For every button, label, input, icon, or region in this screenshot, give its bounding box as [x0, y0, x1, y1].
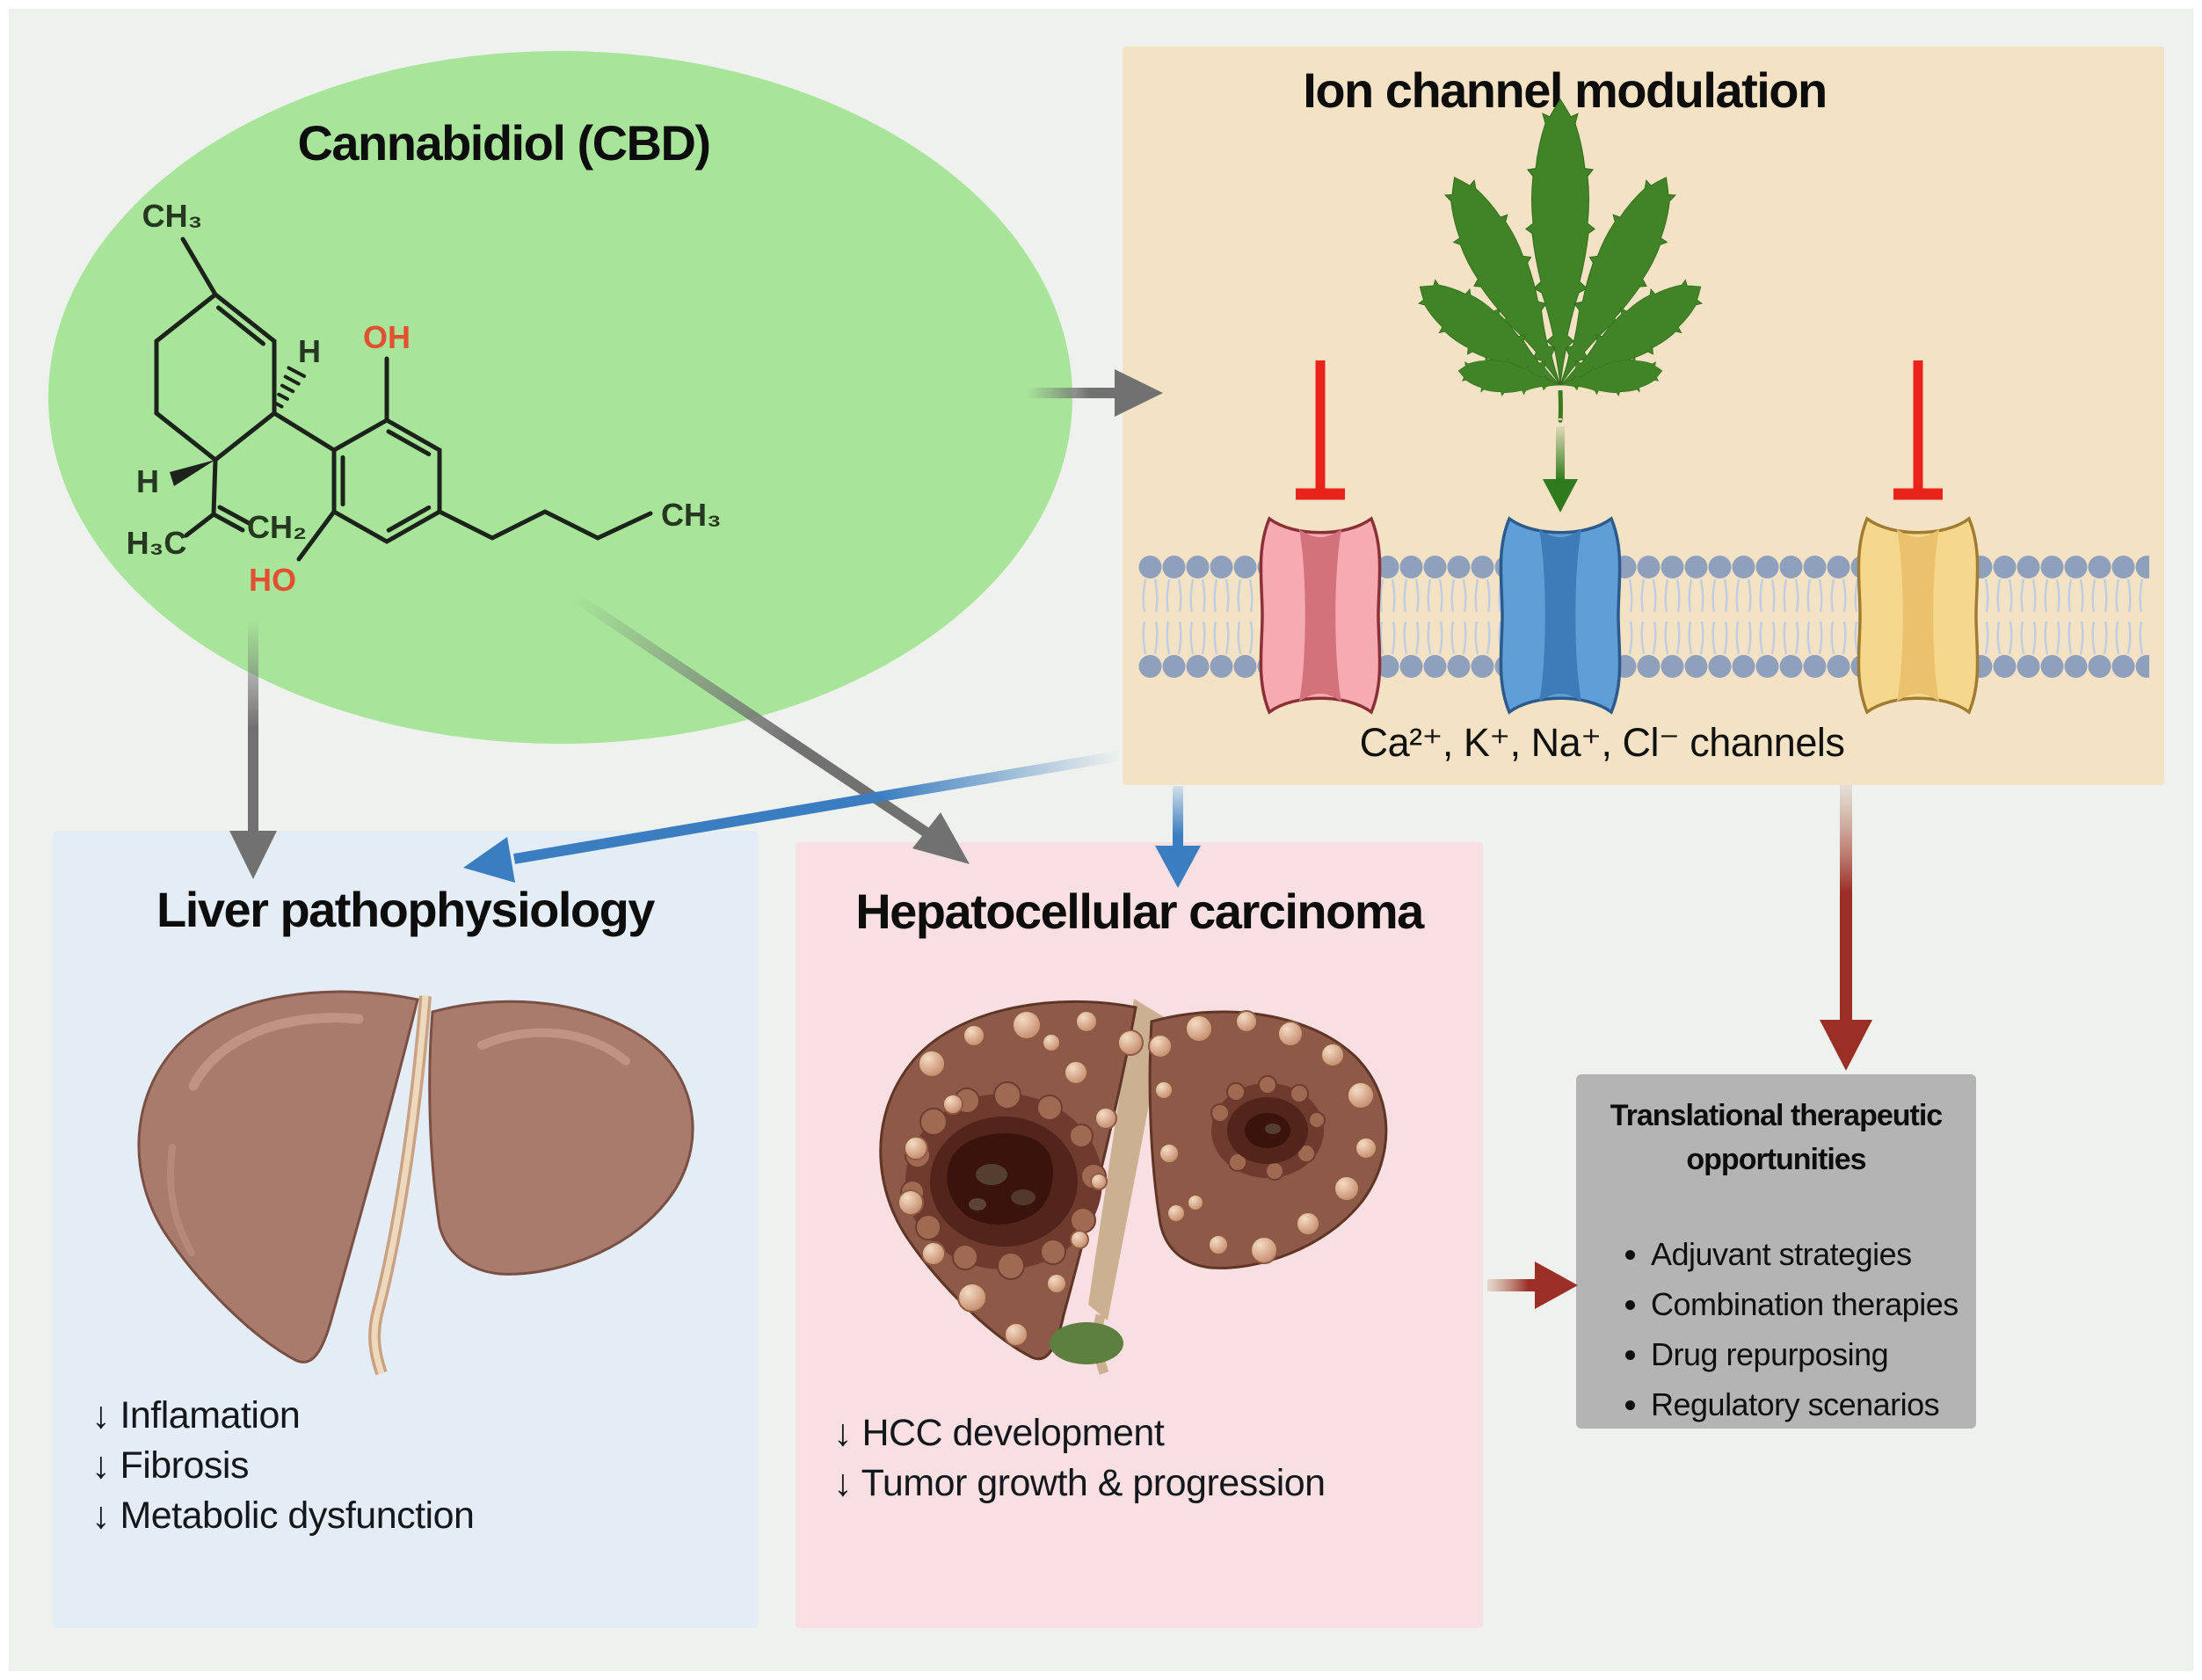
- translational-bullet: Combination therapies: [1651, 1279, 2002, 1329]
- liver-effect-item: ↓ Metabolic dysfunction: [91, 1495, 475, 1537]
- falciform-ligament: [368, 995, 432, 1376]
- channel-pink: [1259, 516, 1382, 715]
- inhibition-tbar-right: [1764, 360, 1943, 500]
- tumor-crater-small: [1210, 1075, 1326, 1181]
- hydroxyl-bottom-label: HO: [249, 562, 296, 598]
- hcc-liver-illustration: [879, 999, 1388, 1375]
- liver-effect-item: ↓ Inflamation: [91, 1394, 301, 1436]
- hcc-effect-item: ↓ Tumor growth & progression: [833, 1462, 1326, 1504]
- cannabis-leaf-icon: [1417, 98, 1704, 423]
- gallbladder-patch: [1050, 1322, 1123, 1364]
- hash-wedge: [273, 366, 306, 409]
- methyl-left-label: H₃C: [127, 525, 187, 561]
- cbd-title: Cannabidiol (CBD): [297, 115, 711, 171]
- translational-bullet-list: Adjuvant strategies Combination therapie…: [1616, 1229, 2002, 1429]
- translational-bullet: Drug repurposing: [1651, 1329, 2002, 1379]
- ion-channel-illustration: [1138, 98, 2149, 715]
- cbd-molecule: CH₃ H H H₃C CH₂ OH HO CH₃: [127, 202, 722, 598]
- tumor-nodules: [898, 1010, 1377, 1347]
- h-lower-label: H: [136, 463, 159, 499]
- bold-wedge: [170, 460, 215, 486]
- hcc-ligament-wedge: [1088, 999, 1166, 1320]
- h-upper-label: H: [298, 333, 321, 369]
- liver-effects-list: ↓ Inflamation ↓ Fibrosis ↓ Metabolic dys…: [91, 1391, 475, 1541]
- methyl-end-label: CH₃: [661, 497, 722, 533]
- translational-title-line2: opportunities: [1686, 1143, 1866, 1176]
- methyl-top-label: CH₃: [142, 202, 203, 234]
- translational-title: Translational therapeutic opportunities: [1576, 1094, 1976, 1182]
- activation-arrow: [1543, 426, 1578, 513]
- hcc-effect-item: ↓ HCC development: [833, 1412, 1165, 1454]
- hcc-effects-list: ↓ HCC development ↓ Tumor growth & progr…: [833, 1408, 1326, 1509]
- liver-left-lobe: [137, 990, 419, 1364]
- hcc-title: Hepatocellular carcinoma: [855, 884, 1424, 939]
- translational-title-line1: Translational therapeutic: [1610, 1099, 1943, 1132]
- liver-effect-item: ↓ Fibrosis: [91, 1444, 249, 1487]
- channel-blue: [1499, 516, 1622, 715]
- translational-panel: [1576, 1074, 1976, 1429]
- translational-bullet: Regulatory scenarios: [1651, 1379, 2002, 1429]
- molecule-bonds: [154, 236, 653, 562]
- inhibition-tbar-left: [1296, 360, 1474, 500]
- hydroxyl-top-label: OH: [363, 319, 411, 355]
- healthy-liver-illustration: [137, 990, 694, 1376]
- liver-title: Liver pathophysiology: [156, 882, 655, 937]
- ion-channels-caption: Ca²⁺, K⁺, Na⁺, Cl⁻ channels: [1359, 720, 1845, 765]
- channel-yellow: [1857, 516, 1980, 715]
- translational-bullet: Adjuvant strategies: [1651, 1229, 2002, 1279]
- liver-highlights: [167, 1013, 630, 1256]
- liver-right-lobe: [428, 1000, 694, 1276]
- methylene-label: CH₂: [247, 509, 307, 545]
